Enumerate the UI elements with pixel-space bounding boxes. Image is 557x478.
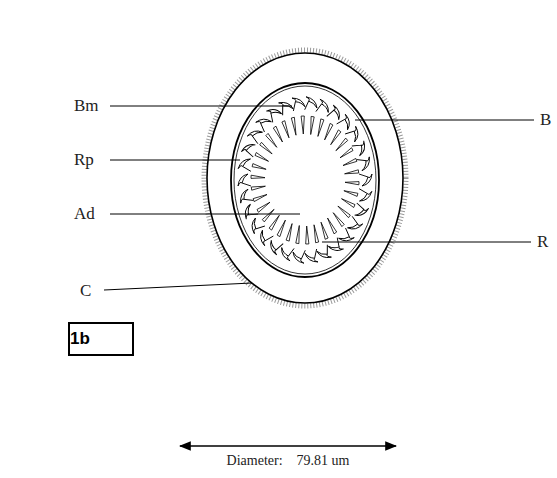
hook [305, 249, 318, 263]
inner-ring-line [234, 86, 376, 274]
rod [296, 226, 300, 244]
hook [357, 189, 372, 203]
hook [316, 99, 331, 115]
rod [328, 218, 337, 234]
rod [342, 199, 356, 208]
hook [337, 228, 355, 246]
rod [345, 170, 359, 174]
figure-label-box: 1b [68, 322, 134, 356]
rod [282, 121, 289, 138]
hook [241, 203, 258, 219]
rod [301, 116, 304, 134]
rod [311, 116, 315, 134]
rod [273, 126, 282, 142]
rod [306, 226, 309, 244]
hook [359, 174, 372, 186]
hook [238, 174, 251, 186]
rod [318, 119, 324, 136]
hook [292, 97, 305, 111]
rod [253, 195, 267, 202]
figure-number: 1b [70, 330, 90, 349]
leader-line [104, 283, 252, 290]
dimension-label: Diameter: 79.81 um [227, 453, 350, 468]
hook [327, 238, 344, 255]
hook [345, 216, 363, 233]
leader-line [322, 242, 531, 243]
outer-wall [207, 53, 403, 303]
dimension-arrow [180, 445, 396, 447]
hook [316, 245, 331, 261]
rod [336, 138, 348, 151]
leader-line [110, 214, 300, 215]
hook [305, 97, 318, 111]
hook [238, 157, 253, 171]
hook [247, 126, 265, 143]
hook [266, 238, 283, 255]
rod [325, 123, 333, 139]
part-label: Rp [74, 151, 94, 170]
inner-ring [231, 83, 379, 277]
leader-line [110, 160, 240, 161]
hook [247, 216, 265, 233]
rod [340, 148, 353, 158]
hook [292, 249, 305, 263]
rod [291, 117, 296, 135]
hook [256, 114, 274, 132]
hook [345, 126, 363, 143]
rod [251, 175, 265, 178]
rod [262, 209, 274, 222]
rod [255, 153, 269, 162]
rod [257, 202, 270, 212]
rod [343, 158, 357, 165]
hook [337, 114, 355, 132]
rod [338, 206, 350, 218]
hook [279, 99, 294, 115]
hook [279, 245, 294, 261]
rod [344, 191, 358, 197]
rod [252, 164, 266, 170]
part-label: Bm [74, 97, 99, 116]
rod [333, 213, 344, 227]
rod [277, 220, 285, 237]
hook [327, 105, 344, 122]
leader-line [110, 106, 292, 107]
rod [251, 186, 265, 190]
rod [331, 130, 341, 145]
part-label: Ad [74, 205, 95, 224]
part-label: B [540, 111, 551, 130]
leader-lines [104, 106, 534, 290]
hook [238, 189, 253, 203]
hook [256, 228, 274, 246]
hook [266, 105, 283, 122]
leader-line [355, 120, 534, 121]
part-label: C [80, 282, 91, 301]
rod [260, 142, 272, 154]
rod [269, 215, 279, 230]
cuticle-stipple [204, 50, 406, 306]
hook [357, 157, 372, 171]
hook [352, 141, 369, 157]
rod-ring [251, 116, 359, 244]
rod [314, 225, 319, 243]
rod [286, 224, 292, 242]
hook-ring [238, 97, 372, 263]
rod [266, 133, 277, 147]
rod [321, 222, 328, 239]
rod [345, 182, 359, 185]
part-label: R [537, 233, 548, 252]
